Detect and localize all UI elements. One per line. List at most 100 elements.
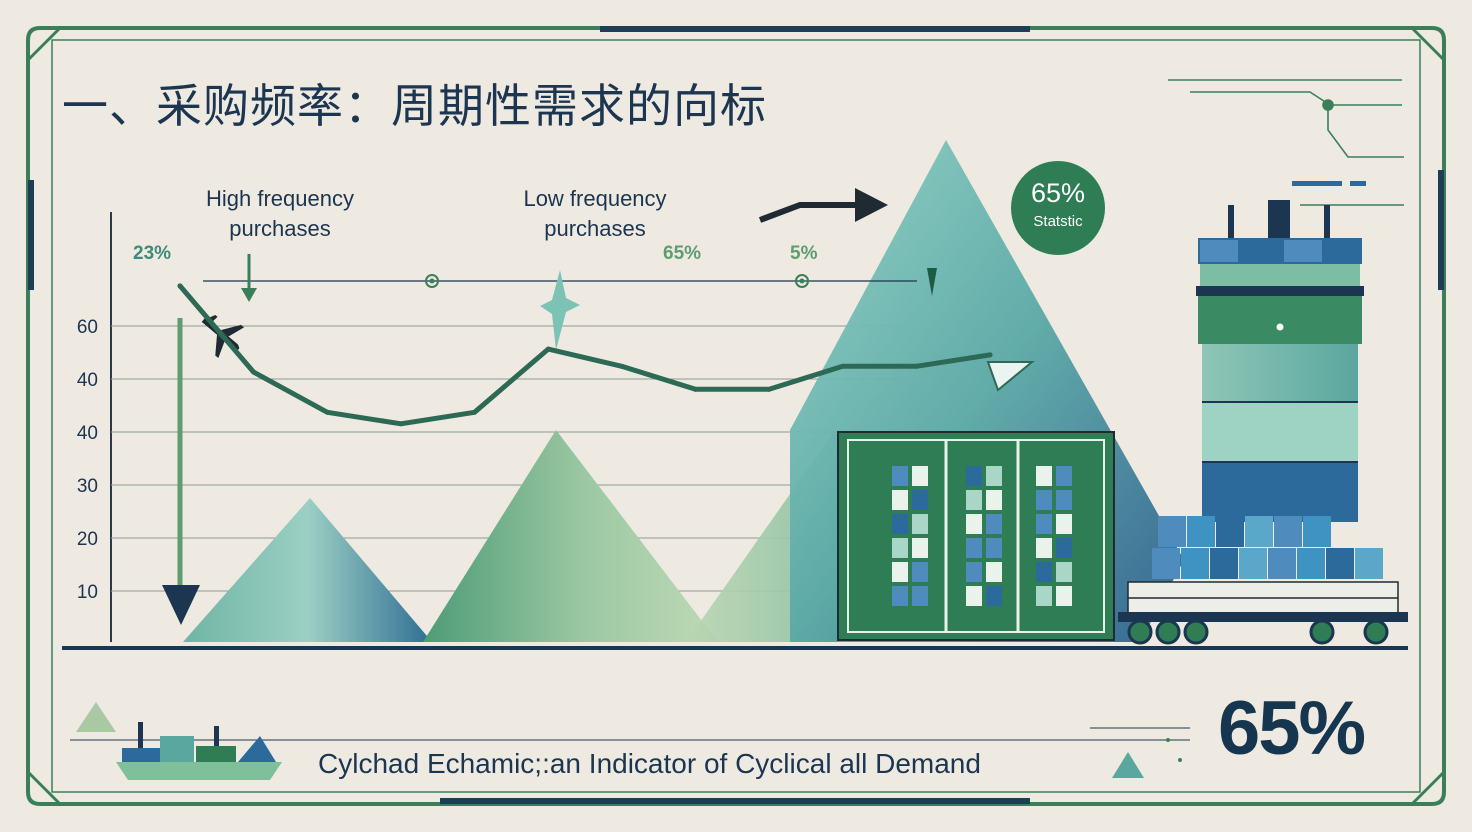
decorative-frame [26,26,1446,806]
y-tick-label: 60 [77,317,98,338]
data-point [840,363,846,369]
data-point [766,386,772,392]
descending-arrow [162,318,200,625]
container-icon [837,431,1115,641]
y-tick-label: 40 [77,423,98,444]
container-window [912,466,928,486]
marker-icon [927,268,937,296]
container-window [892,586,908,606]
container-window [966,514,982,534]
container-window [986,514,1002,534]
container-window [912,562,928,582]
container-window [1056,538,1072,558]
y-tick-label: 10 [77,582,98,603]
container-window [1036,562,1052,582]
container-window [892,562,908,582]
cargo-box [1355,548,1383,579]
annotation-low-frequency: Low frequency purchases [505,184,685,244]
percent-label-middle: 65% [663,243,702,264]
container-window [1056,466,1072,486]
container-window [892,466,908,486]
annotation-high-line2: purchases [229,216,331,241]
container-window [1036,514,1052,534]
peak-small-teal [183,498,432,642]
container-window [986,562,1002,582]
cargo-box [1181,548,1209,579]
container-window [966,466,982,486]
container-window [1056,586,1072,606]
container-window [986,490,1002,510]
cargo-box [1216,516,1244,547]
statistic-badge [1011,161,1105,255]
percent-label-left: 23% [133,243,172,264]
cargo-box [1239,548,1267,579]
container-window [1036,490,1052,510]
container-window [966,538,982,558]
y-tick-label: 40 [77,370,98,391]
container-window [912,586,928,606]
annotation-high-frequency: High frequency purchases [190,184,370,244]
container-window [986,466,1002,486]
container-window [1056,514,1072,534]
data-point [398,421,404,427]
container-window [1036,586,1052,606]
annotation-low-line2: purchases [544,216,646,241]
data-point [545,346,551,352]
data-point [324,409,330,415]
cargo-box [1326,548,1354,579]
y-tick-label: 30 [77,476,98,497]
container-window [966,490,982,510]
cargo-box [1274,516,1302,547]
cargo-box [1303,516,1331,547]
badge-label: Statstic [1033,213,1083,230]
container-window [1056,490,1072,510]
container-window [892,514,908,534]
tower-icon [1196,200,1364,522]
container-window [1036,538,1052,558]
container-window [1036,466,1052,486]
series-line [177,283,993,427]
chart-axes [62,212,1408,650]
cargo-box [1152,548,1180,579]
data-point [251,369,257,375]
container-window [986,586,1002,606]
badge-value: 65% [1030,178,1086,208]
data-point [619,363,625,369]
data-point [692,386,698,392]
container-window [1056,562,1072,582]
page-title: 一、采购频率：周期性需求的向标 [62,79,767,133]
container-window [986,538,1002,558]
sparkle-icon [540,270,580,350]
y-tick-label: 20 [77,529,98,550]
arrow-down-icon [241,254,257,302]
annotation-high-line1: High frequency [206,186,354,211]
circuit-decoration [1168,79,1404,206]
container-window [912,490,928,510]
arrow-right-icon [758,188,888,223]
peak-medium-green [423,430,718,642]
cargo-box [1245,516,1273,547]
data-point [472,409,478,415]
container-window [892,490,908,510]
caption: Cylchad Echamic;:an Indicator of Cyclica… [318,748,981,779]
container-window [912,514,928,534]
percent-label-right: 5% [790,243,818,264]
cargo-box [1268,548,1296,579]
y-axis-tick-labels: 60 40 40 30 20 10 [77,317,98,603]
cargo-box [1297,548,1325,579]
container-window [912,538,928,558]
cargo-box [1158,516,1186,547]
container-window [966,562,982,582]
container-window [892,538,908,558]
truck-icon [1118,516,1408,645]
data-point [987,352,993,358]
annotation-low-line1: Low frequency [523,186,667,211]
cargo-box [1210,548,1238,579]
container-window [966,586,982,606]
data-point [177,283,183,289]
cargo-box [1187,516,1215,547]
big-statistic: 65% [1218,686,1366,771]
series-points [177,283,993,427]
